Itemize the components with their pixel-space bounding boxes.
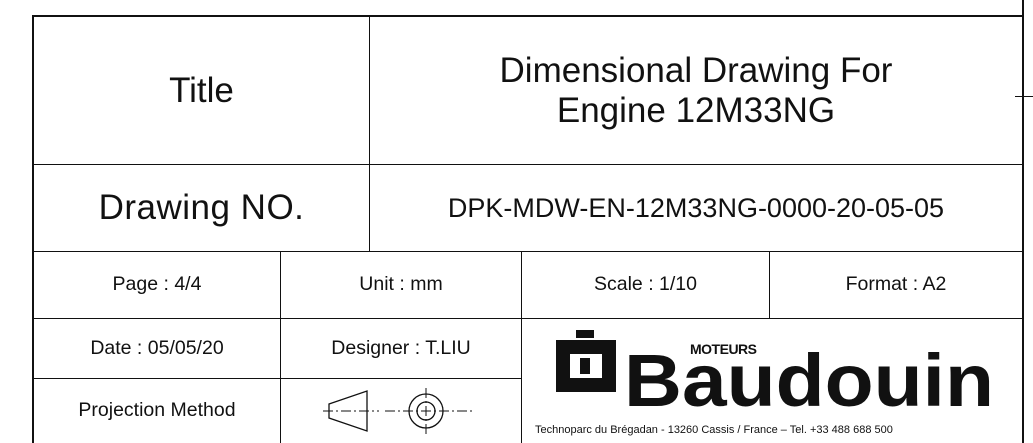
company-logo: MOTEURS Baudouin [540,326,1000,422]
drawing-no-label: Drawing NO. [98,188,305,228]
drawing-no-value: DPK-MDW-EN-12M33NG-0000-20-05-05 [447,192,945,223]
drawing-title-line-1: Dimensional Drawing For [499,51,893,91]
title-block-divider-col-1 [280,251,281,443]
company-address: Technoparc du Brégadan - 13260 Cassis / … [535,424,893,436]
logo-wordmark: Baudouin [624,339,994,422]
title-block-divider-col-3 [769,251,770,319]
first-angle-projection-icon [323,388,473,434]
unit-field: Unit : mm [359,273,443,296]
title-block-row-divider-3 [32,318,1024,319]
date-field: Date : 05/05/20 [90,336,224,359]
drawing-title-line-2: Engine 12M33NG [556,90,836,130]
designer-field: Designer : T.LIU [331,336,471,359]
projection-symbol-cell [281,379,521,443]
title-block-row-divider-1 [32,164,1024,165]
sheet-frame-tick [1015,96,1033,97]
title-block-divider-col-2 [521,251,522,443]
format-field: Format : A2 [845,273,947,296]
logo-small-text: MOTEURS [690,341,757,357]
drawing-title: Dimensional Drawing For Engine 12M33NG [370,17,1022,164]
scale-field: Scale : 1/10 [594,273,697,296]
title-block-row-divider-2 [32,251,1024,252]
page-field: Page : 4/4 [112,273,202,296]
title-block-right-border [1022,0,1024,443]
title-label: Title [169,70,234,110]
baudouin-emblem-icon [556,330,616,392]
title-block-top-border [32,15,1024,17]
title-block-divider-label-value [369,15,370,252]
projection-method-label: Projection Method [78,399,236,422]
title-block-row-divider-4 [32,378,522,379]
title-block-left-border [32,15,34,443]
